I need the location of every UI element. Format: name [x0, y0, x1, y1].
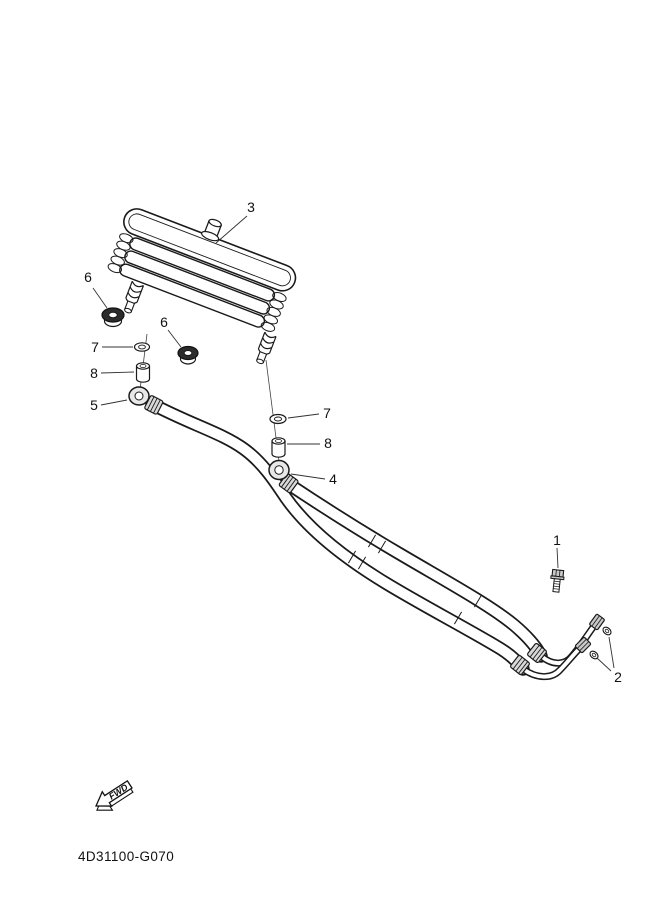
collar-body: [271, 441, 286, 458]
crimp-ribs: [146, 396, 161, 414]
washer-hole: [273, 416, 283, 422]
fwd-arrow-shape: [95, 779, 133, 807]
hose-b-sleeve-ticks: [367, 534, 483, 608]
seal-ring-upper: [602, 626, 612, 636]
cap-top: [208, 218, 222, 228]
hose-b-core: [282, 478, 546, 661]
leader-6-left: [92, 287, 108, 309]
callout-1: 1: [553, 532, 561, 548]
crimp-ribs: [529, 644, 546, 662]
cooler-mount-spring-left: [123, 280, 145, 314]
cooler-end-fins-right: [260, 291, 287, 332]
callout-6-right: 6: [160, 314, 168, 330]
oil-hose-assembly: [145, 397, 598, 681]
collar-hole: [275, 438, 282, 443]
collar-part-8-right: [271, 437, 286, 458]
leader-1: [556, 547, 559, 569]
cooler-tube-row: [124, 250, 271, 315]
washer-part-7-right: [269, 413, 287, 425]
stud-tip: [124, 307, 132, 314]
leader-5: [100, 399, 128, 406]
cooler-tube-row: [119, 263, 266, 328]
hose-fitting-part-5: [128, 386, 164, 415]
grommet-part-6-left: [101, 307, 125, 328]
cap-flange: [201, 230, 220, 242]
callout-8-right: 8: [324, 435, 332, 451]
spring-coil: [125, 280, 145, 304]
washer-hole: [138, 344, 146, 350]
callout-labels: 3 6 7 8 5 6 7 8 4 1 2: [84, 199, 622, 685]
collar-hole: [139, 363, 147, 368]
cooler-end-fins-left: [107, 233, 134, 274]
callout-5: 5: [90, 397, 98, 413]
leader-8-left: [100, 371, 135, 374]
collar-part-8-left: [135, 362, 151, 383]
cooler-mount-spring-right: [256, 331, 277, 365]
leader-4: [290, 473, 326, 480]
callout-3: 3: [247, 199, 255, 215]
crimp-ribs: [281, 474, 297, 492]
fwd-direction-arrow: FWD: [95, 779, 134, 811]
leader-2a: [608, 636, 615, 669]
hose-a-sleeve-ticks: [347, 550, 463, 625]
grommet-part-6-right: [177, 345, 199, 365]
cooler-top-plate-inner-line: [128, 213, 291, 287]
leader-3: [215, 215, 248, 244]
leader-2b: [596, 657, 612, 672]
banjo-eye-hole: [134, 391, 144, 401]
union-nut-part-2-upper: [589, 613, 605, 631]
crimp-sleeve-hose-b-end: [527, 642, 547, 664]
filler-cap-part-3: [201, 218, 223, 242]
leader-6-right: [167, 329, 182, 348]
bolt-shank: [552, 578, 561, 593]
callout-7-left: 7: [91, 339, 99, 355]
ring-hole: [591, 652, 597, 658]
callout-4: 4: [329, 471, 337, 487]
bolt-part-1: [550, 568, 565, 593]
diagram-code: 4D31100-G070: [78, 849, 174, 864]
hose-fitting-part-4: [268, 459, 299, 494]
nut-facets: [576, 638, 590, 652]
fin: [260, 321, 276, 332]
crimp-sleeve-hose-a-end: [510, 654, 530, 676]
ring-hole: [604, 628, 610, 634]
callout-2: 2: [614, 669, 622, 685]
union-nut-part-2-lower: [574, 636, 592, 654]
callout-8-left: 8: [90, 365, 98, 381]
oil-cooler-body: [107, 208, 297, 365]
grommet-hole: [108, 311, 118, 318]
fin: [107, 263, 123, 274]
collar-body: [135, 366, 151, 383]
spring-coil: [257, 331, 277, 355]
nut-body: [574, 636, 592, 654]
cooler-tube-row: [129, 237, 276, 302]
hose-a-core: [147, 399, 528, 674]
nut-facets: [591, 615, 603, 629]
banjo-eye-hole: [274, 465, 284, 475]
bolt-threads: [553, 580, 561, 590]
leader-7-right: [287, 413, 320, 419]
bolt-head-facets: [555, 569, 561, 577]
washer-part-7-left: [133, 342, 151, 352]
callout-6-left: 6: [84, 269, 92, 285]
pipe-a-core: [521, 646, 582, 679]
callout-7-right: 7: [323, 405, 331, 421]
nut-body: [589, 613, 605, 631]
grommet-hole: [183, 350, 193, 356]
stud-tip: [256, 358, 264, 365]
callout-leaders: [92, 215, 615, 672]
crimp-ribs: [512, 656, 529, 674]
